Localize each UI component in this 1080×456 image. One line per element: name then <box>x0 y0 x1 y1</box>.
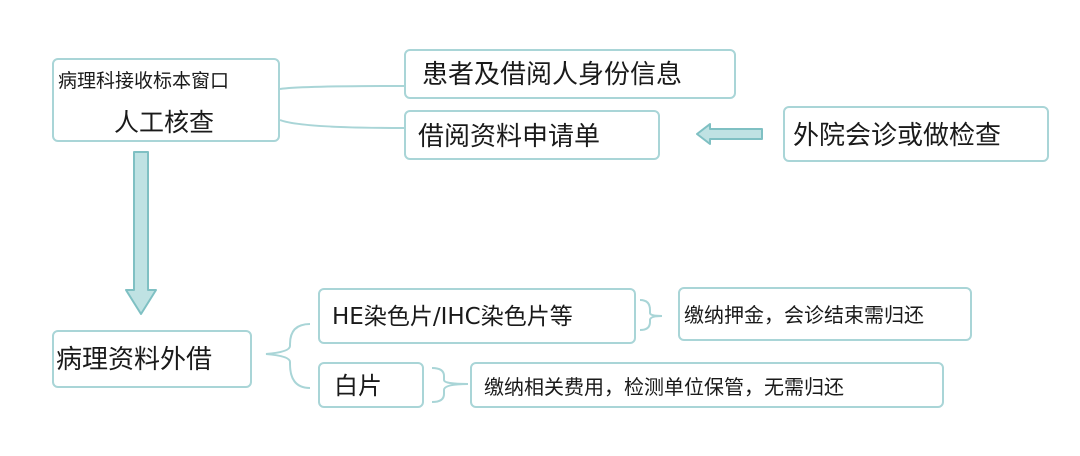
node-borrow-application: 借阅资料申请单 <box>404 110 660 160</box>
node-pathology-lending: 病理资料外借 <box>52 330 252 388</box>
bracket-stained-deposit <box>639 299 663 331</box>
node-identity-info: 患者及借阅人身份信息 <box>404 49 736 99</box>
node-blank-slides: 白片 <box>318 362 424 408</box>
node-external-consult-label: 外院会诊或做检查 <box>793 121 1002 151</box>
node-fee-note: 缴纳相关费用，检测单位保管，无需归还 <box>470 362 944 408</box>
node-deposit-note-label: 缴纳押金，会诊结束需归还 <box>684 303 924 327</box>
connector-window-identity <box>279 85 405 90</box>
connector-window-application <box>279 119 405 129</box>
left-block-arrow <box>696 123 763 145</box>
node-pathology-window: 病理科接收标本窗口 人工核查 <box>52 58 280 142</box>
node-stained-slides-label: HE染色片/IHC染色片等 <box>332 304 573 330</box>
node-pathology-window-line2: 人工核查 <box>114 108 215 137</box>
node-pathology-lending-label: 病理资料外借 <box>56 345 213 375</box>
node-external-consult: 外院会诊或做检查 <box>783 106 1049 162</box>
node-borrow-application-label: 借阅资料申请单 <box>418 122 601 152</box>
node-fee-note-label: 缴纳相关费用，检测单位保管，无需归还 <box>484 375 844 399</box>
node-blank-slides-label: 白片 <box>334 372 382 400</box>
brace-lending-slides <box>265 323 311 389</box>
node-deposit-note: 缴纳押金，会诊结束需归还 <box>678 287 972 341</box>
node-stained-slides: HE染色片/IHC染色片等 <box>318 288 636 344</box>
bracket-blank-fee <box>431 367 469 403</box>
node-pathology-window-line1: 病理科接收标本窗口 <box>58 70 230 92</box>
down-block-arrow <box>125 151 157 315</box>
node-identity-info-label: 患者及借阅人身份信息 <box>422 60 683 90</box>
